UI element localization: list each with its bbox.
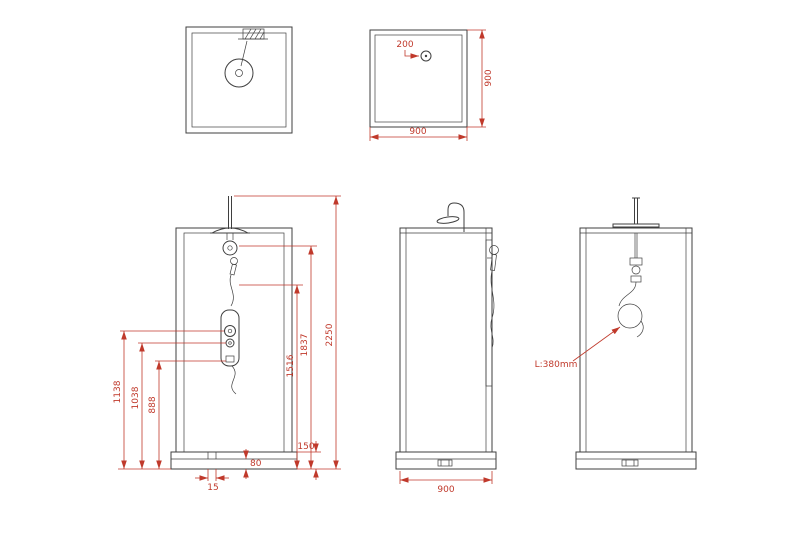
cabinet-outer-wall <box>175 227 293 453</box>
rain-head-center <box>235 69 243 77</box>
hand-shower-hose <box>229 274 234 307</box>
hose-length-leader <box>572 326 621 362</box>
dim-label-150: 150 <box>297 442 314 452</box>
pipe-union <box>631 265 641 275</box>
cabinet-outer-wall <box>369 29 468 128</box>
hose <box>490 270 495 349</box>
dim-label-width-900: 900 <box>409 127 426 137</box>
rain-head <box>436 216 460 224</box>
hose-drop <box>618 281 637 307</box>
hand-shower-head <box>230 257 238 265</box>
pipe-fitting-lower <box>630 275 642 283</box>
shower-tray <box>170 451 298 470</box>
lower-hose <box>231 365 237 395</box>
plan-view-dimensioned: 200 900 900 <box>369 29 494 141</box>
dim-label-80: 80 <box>250 459 262 469</box>
mixer-knob-lower <box>225 338 235 348</box>
cabinet-inner-wall <box>374 34 463 123</box>
drain <box>621 459 639 467</box>
rain-head-edge <box>612 223 660 228</box>
dim-label-depth-900: 900 <box>484 69 494 86</box>
cabinet-outer-wall <box>579 227 693 453</box>
dim-label-1516: 1516 <box>286 354 296 377</box>
back-view: L:380mm <box>535 197 697 470</box>
supply-point <box>420 50 432 62</box>
hand-shower-head <box>489 245 499 255</box>
pipe-fitting-upper <box>629 257 643 266</box>
hose-loop <box>617 303 643 329</box>
shower-tray <box>395 451 497 470</box>
body-jet <box>222 240 238 256</box>
control-panel <box>220 309 240 367</box>
dim-leader-200 <box>404 50 419 59</box>
shower-arm <box>240 40 248 67</box>
supply-point-center <box>424 54 428 58</box>
spout <box>225 355 235 363</box>
cabinet-outer-wall <box>399 227 493 453</box>
dim-label-15: 15 <box>207 483 218 493</box>
rain-head <box>210 227 250 234</box>
side-view: 900 <box>395 202 499 495</box>
dim-label-2250: 2250 <box>325 323 335 346</box>
panel-side-profile <box>485 239 493 387</box>
mixer-knob-upper <box>224 325 236 337</box>
hand-shower-handle <box>229 263 237 276</box>
gooseneck-arm <box>447 202 465 232</box>
dim-label-side-900: 900 <box>437 485 454 495</box>
front-view: 2250 1837 1516 1138 1038 888 150 80 15 <box>113 195 341 493</box>
cabinet-inner-wall <box>191 32 287 128</box>
hose-length-label: L:380mm <box>535 360 578 370</box>
hand-shower-handle <box>490 253 497 271</box>
cabinet-outer-wall <box>185 26 293 134</box>
shower-tray <box>575 451 697 470</box>
dim-label-1837: 1837 <box>300 334 310 357</box>
dim-label-200: 200 <box>396 40 413 50</box>
plan-view-showerhead <box>185 26 293 134</box>
drain <box>437 459 453 467</box>
hose-tail <box>636 320 644 338</box>
dim-label-1138: 1138 <box>113 380 123 403</box>
dim-label-1038: 1038 <box>131 386 141 409</box>
rain-head <box>224 58 254 88</box>
dim-label-888: 888 <box>148 396 158 413</box>
